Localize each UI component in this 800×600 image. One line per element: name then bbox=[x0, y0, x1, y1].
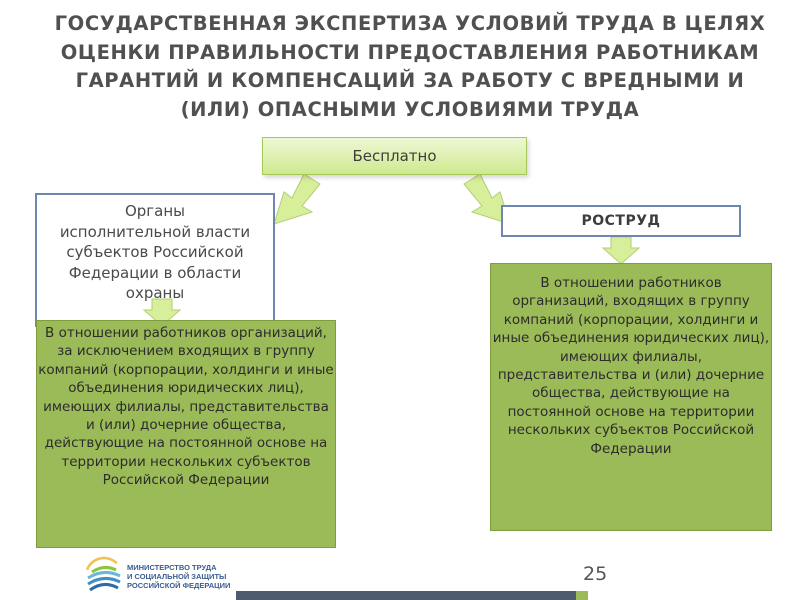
slide-title: ГОСУДАРСТВЕННАЯ ЭКСПЕРТИЗА УСЛОВИЙ ТРУДА… bbox=[54, 12, 766, 121]
page-number: 25 bbox=[583, 563, 608, 585]
arrow-down-right-icon bbox=[463, 173, 511, 225]
arrow-down-rostrud-icon bbox=[601, 236, 641, 265]
logo-line-1: МИНИСТЕРСТВО ТРУДА bbox=[127, 563, 217, 572]
arrow-down-organs-icon bbox=[142, 298, 182, 327]
ministry-logo-text: МИНИСТЕРСТВО ТРУДА И СОЦИАЛЬНОЙ ЗАЩИТЫ Р… bbox=[127, 563, 230, 590]
regional-scope-box: В отношении работников организаций, за и… bbox=[36, 320, 336, 548]
ministry-logo-icon bbox=[84, 556, 124, 596]
arrow-down-left-icon bbox=[273, 173, 321, 225]
footer-accent bbox=[576, 591, 588, 600]
logo-line-2: И СОЦИАЛЬНОЙ ЗАЩИТЫ bbox=[127, 572, 227, 581]
footer-bar bbox=[236, 591, 576, 600]
free-of-charge-box: Бесплатно bbox=[262, 137, 527, 175]
rostrud-box: РОСТРУД bbox=[501, 205, 741, 237]
logo-line-3: РОССИЙСКОЙ ФЕДЕРАЦИИ bbox=[127, 581, 231, 590]
rostrud-scope-box: В отношении работников организаций, вход… bbox=[490, 263, 772, 531]
